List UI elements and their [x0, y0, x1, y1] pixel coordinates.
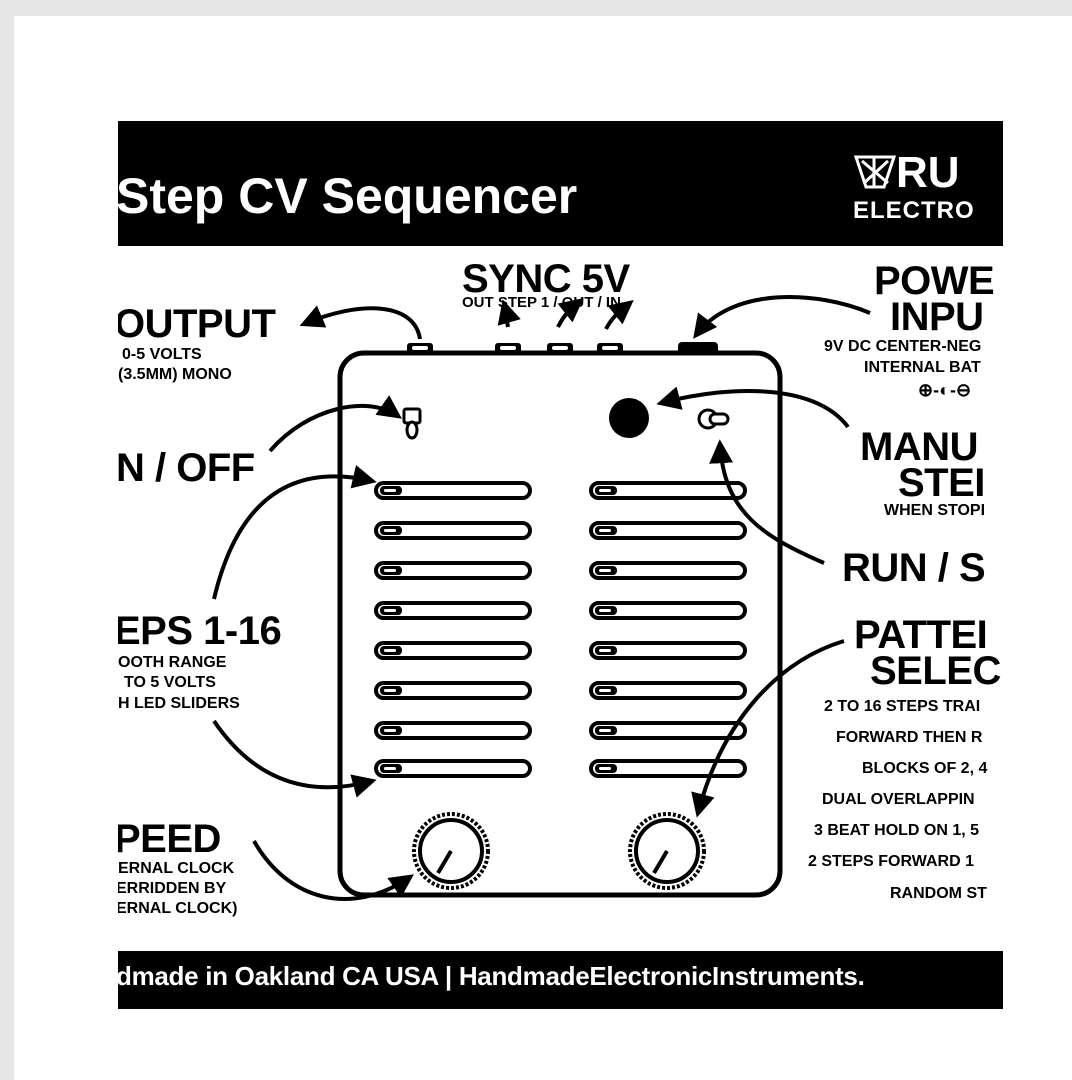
power-jack [678, 342, 718, 355]
power-sub2: INTERNAL BAT [864, 359, 981, 376]
steps-title: EPS 1-16 [118, 609, 282, 653]
pattern-knob-icon [628, 812, 706, 890]
sync-title: SYNC 5V [462, 257, 630, 301]
speed-knob-icon [412, 812, 490, 890]
enclosure-outline [337, 350, 783, 898]
logo-wordmark: RU [896, 148, 960, 197]
pattern-option: FORWARD THEN R [836, 729, 983, 746]
arrow-power [693, 295, 871, 339]
logo-subtitle: ELECTRO [853, 197, 975, 224]
arrow-sync-3 [604, 300, 634, 330]
speed-line1: ERNAL CLOCK [118, 860, 235, 877]
image-sheet: Step CV Sequencer RU ELECTRO dmade in Oa… [14, 16, 1072, 1080]
pattern-option: BLOCKS OF 2, 4 [862, 760, 988, 777]
pattern-option: RANDOM ST [890, 885, 987, 902]
manual-title-line2: STEI [898, 461, 985, 505]
sync-subtitle: OUT STEP 1 / OUT / IN [462, 294, 621, 311]
footer-text: dmade in Oakland CA USA | HandmadeElectr… [118, 961, 865, 991]
onoff-title: N / OFF [118, 446, 255, 490]
diagram-title: Step CV Sequencer [118, 168, 578, 224]
speed-line3: ERNAL CLOCK) [118, 900, 238, 917]
power-title-line2: INPU [890, 295, 984, 339]
speed-title: PEED [118, 817, 221, 861]
pattern-option: 2 TO 16 STEPS TRAI [824, 698, 981, 715]
arrow-sync-2 [556, 298, 584, 328]
manual-title-line1: MANU [860, 425, 978, 469]
steps-line3: H LED SLIDERS [118, 695, 240, 712]
arrow-steps-down [212, 719, 377, 798]
slider-right [589, 481, 747, 778]
arrow-onoff [268, 395, 402, 453]
pattern-title-line1: PATTEI [854, 613, 988, 657]
arrow-sync-1 [497, 299, 521, 328]
steps-line2: TO 5 VOLTS [124, 674, 216, 691]
pattern-title-line2: SELEC [870, 649, 1001, 693]
header-band [118, 121, 1003, 246]
arrow-steps-up [212, 465, 377, 600]
step-sliders [374, 481, 747, 778]
power-polarity-icon: ⊕-◐-⊖ [918, 380, 972, 400]
pattern-option: 2 STEPS FORWARD 1 [808, 853, 974, 870]
manual-sub: WHEN STOPI [884, 502, 986, 519]
arrow-manual [656, 386, 850, 429]
power-title-line1: POWE [874, 259, 995, 303]
output-title: OUTPUT [118, 302, 276, 346]
arrow-speed [252, 840, 414, 901]
runstop-title: RUN / S [842, 546, 986, 590]
pattern-option: DUAL OVERLAPPIN [822, 791, 975, 808]
speed-line2: ERRIDDEN BY [118, 880, 227, 897]
power-toggle-icon [402, 407, 422, 440]
logo-mark-icon [853, 155, 897, 189]
output-line2: (3.5MM) MONO [118, 366, 232, 383]
sequencer-diagram: Step CV Sequencer RU ELECTRO dmade in Oa… [118, 121, 1003, 1011]
arrow-pattern [691, 639, 845, 818]
manual-step-button [609, 398, 649, 438]
arrow-runstop [709, 439, 825, 565]
pattern-option: 3 BEAT HOLD ON 1, 5 [814, 822, 980, 839]
power-sub1: 9V DC CENTER-NEG [824, 338, 982, 355]
footer-band [118, 951, 1003, 1009]
slider-left [374, 481, 532, 778]
device-drawing [212, 295, 871, 901]
output-line1: 0-5 VOLTS [122, 346, 202, 363]
run-stop-toggle-icon [697, 408, 730, 430]
steps-line1: OOTH RANGE [118, 654, 227, 671]
arrow-output [299, 305, 422, 340]
